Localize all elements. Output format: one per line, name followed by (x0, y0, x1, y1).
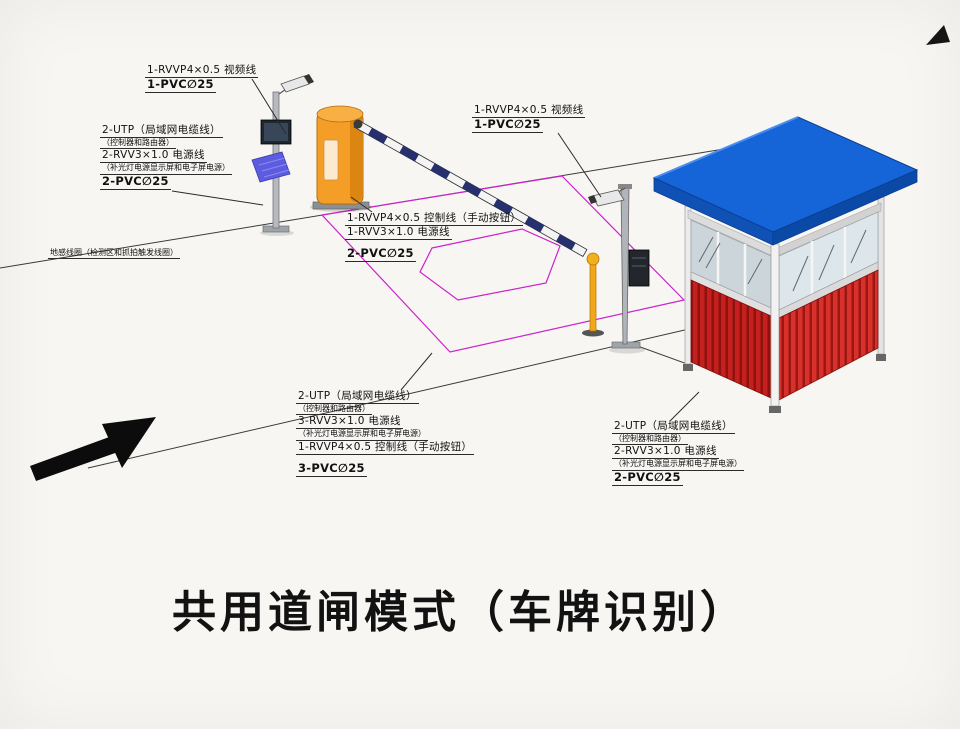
cable-spec-line: 2-PVC∅25 (100, 174, 171, 190)
cable-spec-line: 2-UTP（局域网电缆线） (612, 420, 735, 435)
cable-spec-line: 1-PVC∅25 (145, 77, 216, 94)
roof-highlight (653, 116, 799, 179)
cable-note-line: （控制器和路由器） (100, 138, 176, 150)
label-entry-pole-cables: 2-UTP（局域网电缆线） （控制器和路由器） 2-RVV3×1.0 电源线 （… (100, 124, 232, 190)
booth-right-post (877, 196, 885, 355)
leader-booth (669, 391, 700, 422)
direction-arrow (30, 417, 156, 481)
leader-cam1 (251, 78, 287, 135)
cable-spec-line: 1-RVVP4×0.5 视频线 (145, 64, 259, 79)
road-line-lower (87, 325, 703, 469)
cable-spec-line: 1-RVV3×1.0 电源线 (345, 226, 452, 241)
post-shaft (589, 262, 597, 332)
cable-note-line: （控制器和路由器） (612, 434, 688, 446)
arm-stripes (367, 127, 576, 251)
leader-pole1 (171, 190, 264, 206)
booth-front-post (770, 243, 780, 407)
machine-top-cap (316, 105, 364, 123)
conduit-line (631, 343, 691, 366)
lpr-camera-icon (591, 189, 625, 207)
detection-zone (320, 175, 686, 353)
guard-booth (652, 116, 919, 413)
glass-reflections-right (792, 229, 867, 292)
booth-roof-fascia-right (772, 169, 918, 246)
pole-cap (618, 184, 632, 189)
cable-note-line: （控制器和路由器） (296, 404, 372, 416)
label-road-trunk-cables: 2-UTP（局域网电缆线） （控制器和路由器） 3-RVV3×1.0 电源线 （… (296, 390, 475, 477)
cable-spec-line: 1-RVVP4×0.5 控制线（手动按钮） (345, 212, 524, 227)
booth-foot (683, 364, 693, 371)
booth-foot (876, 354, 886, 361)
leader-trunk (400, 352, 433, 391)
label-ground-loop: 地感线圈（检测区和抓拍触发线圈） (48, 248, 180, 260)
diagram-title: 共用道闸模式（车牌识别） (172, 587, 748, 638)
cable-spec-line: 2-RVV3×1.0 电源线 (100, 149, 207, 164)
barrier-arm-rest-post (582, 252, 604, 337)
camera-lens-icon (304, 74, 314, 84)
cable-note-line: （补光灯电源显示屏和电子屏电源） (100, 163, 232, 175)
machine-body-shade (350, 114, 362, 202)
arrow-shaft (30, 436, 118, 481)
cable-note-line: （补光灯电源显示屏和电子屏电源） (296, 429, 428, 441)
cable-spec-line: 2-UTP（局域网电缆线） (100, 124, 223, 139)
glass-reflections-left (698, 236, 763, 285)
booth-left-post (684, 205, 692, 365)
barrier-gate-machine (310, 105, 372, 212)
cable-spec-line: 2-PVC∅25 (612, 470, 683, 486)
booth-foot (769, 406, 781, 413)
cable-spec-line: 2-RVV3×1.0 电源线 (612, 445, 719, 460)
control-box-icon (628, 249, 650, 287)
cable-spec-line: 1-PVC∅25 (472, 117, 543, 134)
cable-spec-line: 3-PVC∅25 (296, 461, 367, 477)
cursor-arrow-icon (926, 25, 950, 45)
post-ball-top (586, 252, 600, 266)
led-fill-light-icon (251, 151, 291, 183)
cable-spec-line: 2-UTP（局域网电缆线） (296, 390, 419, 405)
lpr-camera-icon (280, 75, 310, 93)
cable-spec-line: 3-RVV3×1.0 电源线 (296, 415, 403, 430)
arm-pivot (353, 119, 363, 129)
entry-camera-pole (251, 74, 314, 236)
camera-lens-icon (588, 195, 597, 204)
exit-camera-pole (588, 184, 650, 354)
detection-zone-outline (320, 175, 686, 353)
cable-spec-line: 1-RVVP4×0.5 控制线（手动按钮） (296, 441, 475, 455)
label-booth-cables: 2-UTP（局域网电缆线） （控制器和路由器） 2-RVV3×1.0 电源线 （… (612, 420, 744, 486)
label-camera1-video-cable: 1-RVVP4×0.5 视频线 1-PVC∅25 (145, 64, 259, 94)
pole-shaft (620, 187, 630, 345)
arrow-head (102, 417, 156, 468)
post-base (582, 329, 604, 337)
cable-note-line: （补光灯电源显示屏和电子屏电源） (612, 459, 744, 471)
ground-loop-coil (419, 228, 561, 301)
machine-front-panel (323, 139, 339, 181)
leader-barrier (350, 196, 373, 213)
led-grid (258, 157, 290, 178)
leader-cam2 (557, 132, 602, 198)
cable-spec-line: 1-RVVP4×0.5 视频线 (472, 104, 586, 119)
label-camera2-video-cable: 1-RVVP4×0.5 视频线 1-PVC∅25 (472, 104, 586, 134)
leader-lines (171, 78, 700, 422)
label-barrier-cables: 1-RVVP4×0.5 控制线（手动按钮） 1-RVV3×1.0 电源线 2-P… (345, 212, 524, 263)
cable-note-line: 地感线圈（检测区和抓拍触发线圈） (48, 248, 180, 260)
cable-spec-line: 2-PVC∅25 (345, 246, 416, 263)
